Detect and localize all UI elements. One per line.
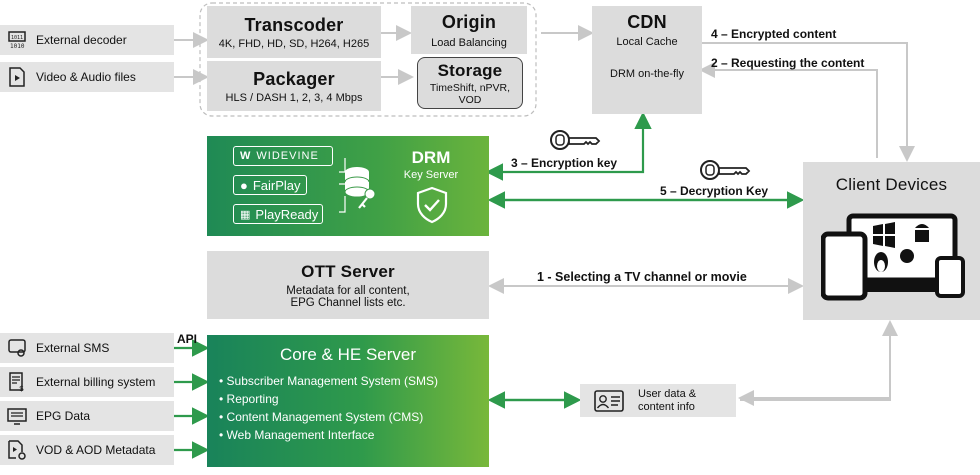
shield-check-icon [415, 186, 449, 224]
arrow-encryption-key [489, 111, 652, 174]
playready-label: PlayReady [255, 206, 319, 222]
encryption-key-icon [548, 128, 602, 152]
arrow-encrypted-content [700, 42, 915, 162]
windows-logo-icon: ▦ [240, 208, 251, 221]
video-file-icon [6, 66, 28, 88]
ott-sub1: Metadata for all content, [286, 284, 410, 297]
transcoder-box: Transcoder 4K, FHD, HD, SD, H264, H265 [207, 6, 381, 58]
id-card-icon [594, 389, 624, 412]
svg-text:1010: 1010 [10, 43, 25, 50]
apple-logo-icon: ● [240, 177, 248, 193]
packager-sub: HLS / DASH 1, 2, 3, 4 Mbps [225, 91, 363, 104]
core-bullet-web: • Web Management Interface [219, 428, 375, 442]
transcoder-title: Transcoder [244, 14, 344, 35]
drm-title-group: DRM Key Server [397, 148, 465, 181]
video-audio-box: Video & Audio files [0, 62, 174, 92]
devices-illustration-icon [820, 210, 971, 302]
external-decoder-label: External decoder [36, 33, 127, 47]
external-billing-label: External billing system [36, 375, 156, 389]
playready-logo: ▦ PlayReady [233, 204, 323, 224]
user-data-text: User data & content info [638, 388, 696, 414]
user-data-line1: User data & [638, 387, 697, 400]
processing-group-outline [199, 2, 537, 117]
external-sms-label: External SMS [36, 341, 110, 355]
core-server-box: Core & HE Server • Subscriber Management… [207, 335, 489, 467]
cdn-title: CDN [627, 12, 667, 32]
vod-metadata-box: VOD & AOD Metadata [0, 435, 174, 465]
binary-chip-icon: 1010 1011 [6, 29, 28, 51]
drm-title: DRM [411, 148, 451, 167]
epg-data-box: EPG Data [0, 401, 174, 431]
client-title: Client Devices [835, 175, 948, 194]
core-bullet-cms: • Content Management System (CMS) [219, 410, 424, 424]
cdn-drm-label: DRM on-the-fly [610, 68, 684, 80]
fairplay-label: FairPlay [252, 177, 301, 193]
origin-sub: Load Balancing [431, 36, 507, 49]
external-decoder-box: 1010 1011 External decoder [0, 25, 174, 55]
sms-gear-icon [6, 337, 28, 359]
step2-label: 2 – Requesting the content [711, 56, 865, 70]
storage-sub2: VOD [458, 93, 482, 106]
step4-label: 4 – Encrypted content [711, 27, 837, 41]
transcoder-sub: 4K, FHD, HD, SD, H264, H265 [218, 37, 370, 50]
ott-title: OTT Server [301, 261, 395, 281]
database-key-icon [325, 155, 379, 216]
api-label: API [177, 332, 198, 346]
vod-metadata-label: VOD & AOD Metadata [36, 443, 156, 457]
client-devices-box: Client Devices [803, 162, 980, 320]
svg-text:1011: 1011 [11, 35, 23, 41]
user-data-line2: content info [638, 400, 695, 413]
drm-box: W WIDEVINE ● FairPlay ▦ PlayReady DRM Ke… [207, 136, 489, 236]
core-title: Core & HE Server [279, 345, 417, 364]
arrow-request-content [699, 62, 878, 158]
epg-screen-icon [6, 405, 28, 427]
drm-sub: Key Server [403, 169, 459, 181]
origin-box: Origin Load Balancing [411, 6, 527, 54]
core-bullets: • Subscriber Management System (SMS) • R… [219, 372, 489, 444]
storage-box: Storage TimeShift, nPVR, VOD [417, 57, 523, 109]
vod-file-gear-icon [6, 439, 28, 461]
arrow-userdata-client [740, 320, 898, 401]
svg-text:$: $ [19, 384, 24, 392]
packager-box: Packager HLS / DASH 1, 2, 3, 4 Mbps [207, 61, 381, 111]
step1-label: 1 - Selecting a TV channel or movie [537, 270, 747, 284]
epg-data-label: EPG Data [36, 409, 91, 423]
packager-title: Packager [253, 68, 335, 89]
storage-sub1: TimeShift, nPVR, [429, 81, 511, 94]
fairplay-logo: ● FairPlay [233, 175, 307, 195]
decryption-key-icon [698, 158, 752, 182]
ott-sub2: EPG Channel lists etc. [290, 296, 406, 309]
cdn-sub: Local Cache [616, 36, 678, 48]
ott-box: OTT Server Metadata for all content, EPG… [207, 251, 489, 319]
origin-title: Origin [441, 11, 497, 32]
step3-label: 3 – Encryption key [511, 156, 618, 170]
widevine-logo: W WIDEVINE [233, 146, 333, 166]
widevine-mark-icon: W [240, 150, 252, 162]
core-bullet-sms: • Subscriber Management System (SMS) [219, 374, 438, 388]
widevine-label: WIDEVINE [256, 150, 319, 162]
step5-label: 5 – Decryption Key [660, 184, 769, 198]
user-data-box: User data & content info [580, 384, 736, 417]
external-billing-box: $ External billing system [0, 367, 174, 397]
core-bullet-reporting: • Reporting [219, 392, 279, 406]
cdn-box: CDN Local Cache DRM on-the-fly [592, 6, 702, 114]
billing-document-icon: $ [6, 371, 28, 393]
external-sms-box: External SMS [0, 333, 174, 363]
storage-title: Storage [437, 60, 503, 80]
video-audio-label: Video & Audio files [36, 70, 136, 84]
